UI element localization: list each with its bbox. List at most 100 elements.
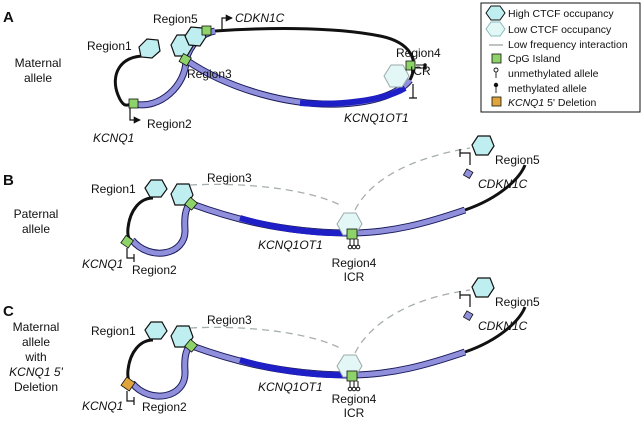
legend-interaction-label: Low frequency interaction (508, 39, 628, 51)
legend-cpg-label: CpG Island (508, 53, 561, 65)
panel-b-chromatin-black-right (464, 164, 527, 212)
panel-c-chromatin-loop-segment (130, 343, 193, 399)
panel-b-letter: B (3, 172, 14, 189)
panel-b-kcnq1ot1-label: KCNQ1OT1 (258, 238, 323, 252)
legend-low-ctcf-icon (485, 21, 506, 37)
panel-b-cdkn1c-silenced-promoter-icon (460, 152, 471, 165)
panel-a-kcnq1ot1-label: KCNQ1OT1 (344, 111, 409, 125)
panel-c-chromatin-main-segment (191, 343, 466, 378)
panel-b-kcnq1ot1-dark-segment (239, 215, 351, 237)
panel-c-allele-line5: Deletion (14, 380, 58, 394)
panel-a-region1-label: Region1 (87, 39, 132, 53)
panel-c-region5-high-ctcf-icon (471, 277, 495, 298)
panel-b-interaction-line-right (354, 147, 471, 211)
panel-c-region3-cpg-icon (184, 338, 198, 353)
panel-c-kcnq1-silenced-promoter-icon (126, 391, 134, 402)
panel-c-interaction-line-right (354, 289, 471, 354)
panel-b-chromatin-main-segment (191, 201, 466, 236)
panel-c-kcnq1-deletion-icon (120, 376, 136, 392)
panel-c-cdkn1c-silenced-promoter-icon (460, 294, 471, 307)
panel-a-kcnq1-promoter-arrow-icon (129, 108, 141, 124)
panel-b-chromatin-loop-segment (130, 201, 193, 256)
panel-c-kcnq1ot1-dark-segment (239, 357, 351, 379)
legend-high-ctcf-icon (485, 5, 506, 21)
panel-a-letter: A (3, 9, 14, 26)
legend: High CTCF occupancy Low CTCF occupancy L… (480, 2, 641, 113)
panel-b-icr-cpg-icon (346, 228, 358, 240)
panel-b-region1-label: Region1 (91, 182, 136, 196)
legend-methylated-lollipop-icon (493, 82, 499, 93)
panel-a-region5-cpg-icon (201, 25, 212, 36)
panel-c-allele-line4: KCNQ1 5' (9, 365, 63, 379)
panel-c-unmethylated-lollipops-icon (347, 381, 361, 392)
panel-b-kcnq1-label: KCNQ1 (82, 257, 123, 271)
panel-a-allele-line1: Maternal (15, 56, 62, 70)
panel-a-region3-label: Region3 (187, 67, 232, 81)
panel-b-interaction-line-left (189, 183, 341, 206)
panel-a-methylated-lollipops-icon (416, 63, 427, 70)
panel-a-chromatin-black-left (113, 54, 147, 107)
panel-b-kcnq1-silenced-promoter-icon (126, 248, 134, 259)
panel-a: A Maternal allele Region1 (3, 9, 441, 145)
panel-c-kcnq1ot1-label: KCNQ1OT1 (258, 380, 323, 394)
panel-b-region3-label: Region3 (207, 171, 252, 185)
panel-a-kcnq1-label: KCNQ1 (93, 131, 134, 145)
panel-a-region2-label: Region2 (147, 117, 192, 131)
panel-c-interaction-line-left (189, 326, 341, 349)
panel-c-region3-high-ctcf-icon (170, 325, 194, 348)
panel-c-allele-line2: allele (22, 335, 50, 349)
panel-c-allele-line1: Maternal (13, 320, 60, 334)
panel-c-icr-cpg-icon (346, 370, 358, 382)
legend-deletion-icon (491, 96, 502, 107)
panel-b-cdkn1c-label: CDKN1C (478, 177, 528, 191)
legend-deletion-gene: KCNQ1 (508, 97, 544, 109)
panel-b-region5-marker-icon (462, 168, 474, 180)
panel-a-region5-label: Region5 (153, 12, 198, 26)
legend-box (480, 2, 641, 113)
panel-c-letter: C (3, 303, 14, 320)
panel-b-region5-high-ctcf-icon (471, 135, 495, 156)
panel-c-kcnq1-label: KCNQ1 (82, 399, 123, 413)
panel-b-allele-line2: allele (22, 222, 50, 236)
legend-high-ctcf-label: High CTCF occupancy (508, 8, 614, 20)
legend-unmethylated-label: unmethylated allele (508, 68, 599, 80)
panel-c-region1-label: Region1 (91, 324, 136, 338)
panel-b-allele-line1: Paternal (14, 207, 59, 221)
panel-b-region4-label: Region4 (332, 256, 377, 270)
panel-b: B Paternal allele (3, 135, 540, 284)
panel-c: C Maternal allele with KCNQ1 5' Deletion (3, 277, 540, 420)
panel-b-region5-label: Region5 (495, 153, 540, 167)
panel-a-region4-low-ctcf-icon (383, 64, 410, 88)
panel-a-icr-label: ICR (410, 64, 431, 78)
panel-c-cdkn1c-label: CDKN1C (478, 319, 528, 333)
panel-a-allele-line2: allele (24, 71, 52, 85)
legend-deletion-label: KCNQ1 5' Deletion (508, 97, 597, 109)
legend-cpg-icon (491, 53, 502, 64)
panel-a-region2-cpg-icon (128, 98, 139, 109)
panel-a-region4-label: Region4 (396, 46, 441, 60)
panel-a-chromatin-black-top (214, 27, 416, 81)
panel-a-kcnq1ot1-silenced-promoter-icon (409, 84, 417, 99)
panel-b-region3-high-ctcf-icon (170, 183, 194, 206)
panel-b-unmethylated-lollipops-icon (347, 239, 361, 250)
panel-a-kcnq1ot1-dark-segment (299, 85, 407, 107)
panel-c-allele-line3: with (24, 350, 46, 364)
panel-a-region1-high-ctcf-icon (138, 38, 161, 59)
panel-b-icr-label: ICR (344, 270, 365, 284)
panel-a-cdkn1c-promoter-arrow-icon (221, 14, 233, 30)
panel-a-icr-cpg-icon (405, 60, 416, 71)
panel-a-region5-high-ctcf-icon (184, 26, 207, 47)
panel-c-chromatin-black-right (464, 306, 527, 354)
panel-c-icr-label: ICR (344, 406, 365, 420)
panel-b-region2-label: Region2 (132, 263, 177, 277)
panel-c-region5-label: Region5 (495, 295, 540, 309)
panel-c-region2-label: Region2 (142, 400, 187, 414)
panel-b-region1-high-ctcf-icon (144, 179, 168, 198)
panel-c-region5-marker-icon (462, 310, 474, 322)
panel-a-cdkn1c-label: CDKN1C (235, 11, 285, 25)
panel-a-region3-cpg-icon (178, 52, 192, 67)
panel-c-region4-label: Region4 (332, 392, 377, 406)
panel-c-chromatin-black-left (126, 338, 154, 385)
